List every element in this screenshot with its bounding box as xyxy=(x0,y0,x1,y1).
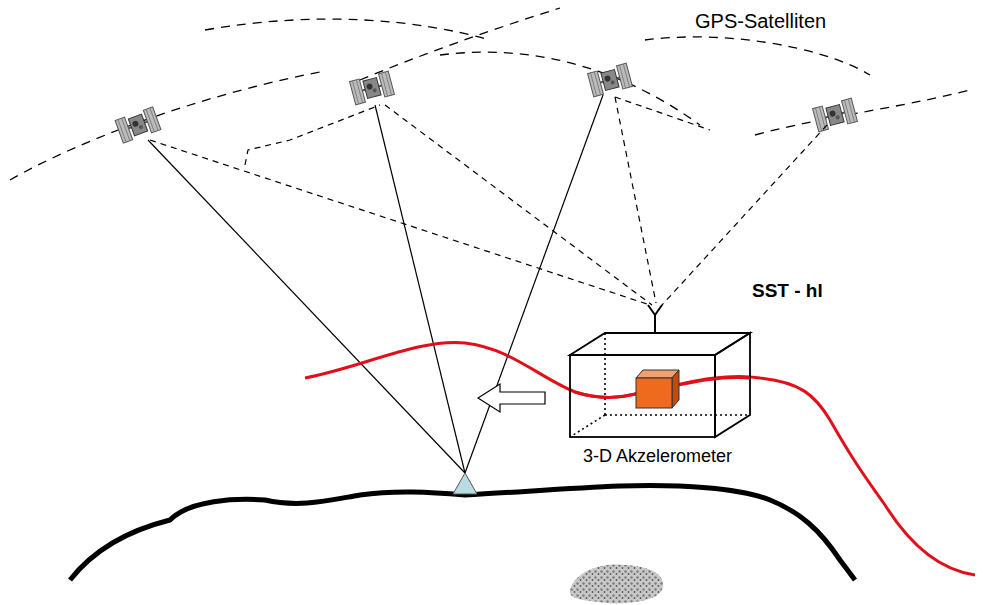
ground-station xyxy=(453,473,477,494)
leo-satellite xyxy=(570,305,750,437)
orbit-arc xyxy=(10,8,970,180)
instrument-label: 3-D Akzelerometer xyxy=(583,446,732,467)
gps-satellite xyxy=(588,63,633,97)
mission-label: SST - hl xyxy=(752,280,823,302)
gravity-arrow xyxy=(478,384,545,412)
gps-satellite xyxy=(350,71,395,105)
gps-satellite xyxy=(115,107,161,143)
earth-surface xyxy=(70,486,855,580)
gps-satellite xyxy=(813,98,858,132)
mass-anomaly xyxy=(570,564,663,603)
ground-link xyxy=(148,95,603,473)
accelerometer-cube xyxy=(636,370,679,408)
constellation-label: GPS-Satelliten xyxy=(695,10,826,33)
gps-link xyxy=(150,97,827,305)
leo-orbit xyxy=(305,342,975,575)
